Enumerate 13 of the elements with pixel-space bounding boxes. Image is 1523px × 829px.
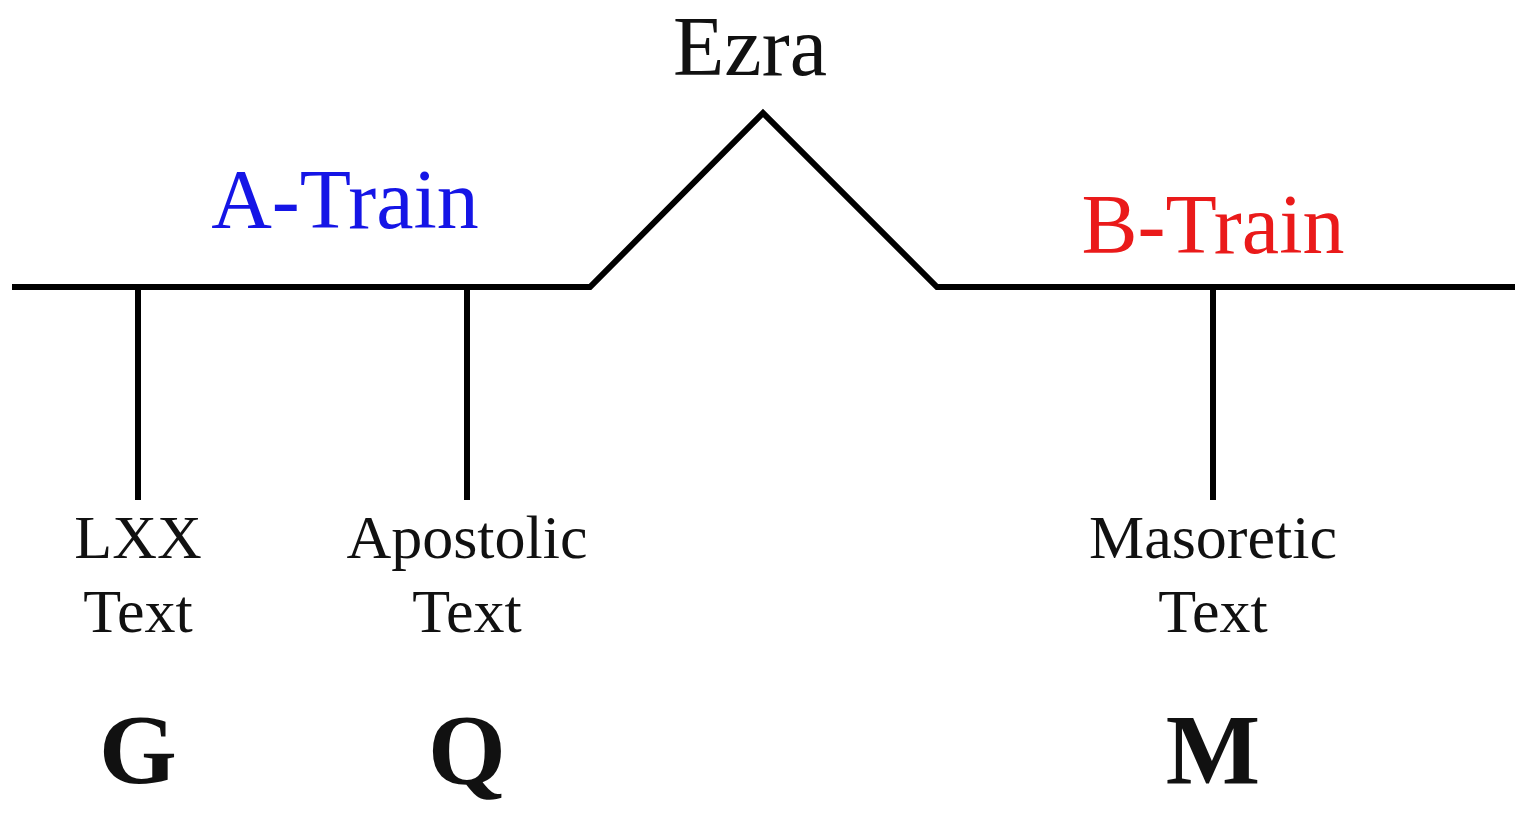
branch-label: B-Train <box>1080 180 1346 270</box>
connector-line <box>135 290 141 500</box>
manuscript-siglum: G <box>98 695 178 805</box>
connector-line <box>1210 290 1216 500</box>
manuscript-siglum: M <box>1164 695 1262 805</box>
text-label: LXX Text <box>38 500 238 648</box>
text-label: Apostolic Text <box>322 500 612 648</box>
peak-label: Ezra <box>672 2 828 92</box>
manuscript-siglum: Q <box>427 695 507 805</box>
text-label: Masoretic Text <box>1063 500 1363 648</box>
branch-label: A-Train <box>210 155 480 245</box>
timeline <box>12 108 1515 290</box>
connector-line <box>464 290 470 500</box>
